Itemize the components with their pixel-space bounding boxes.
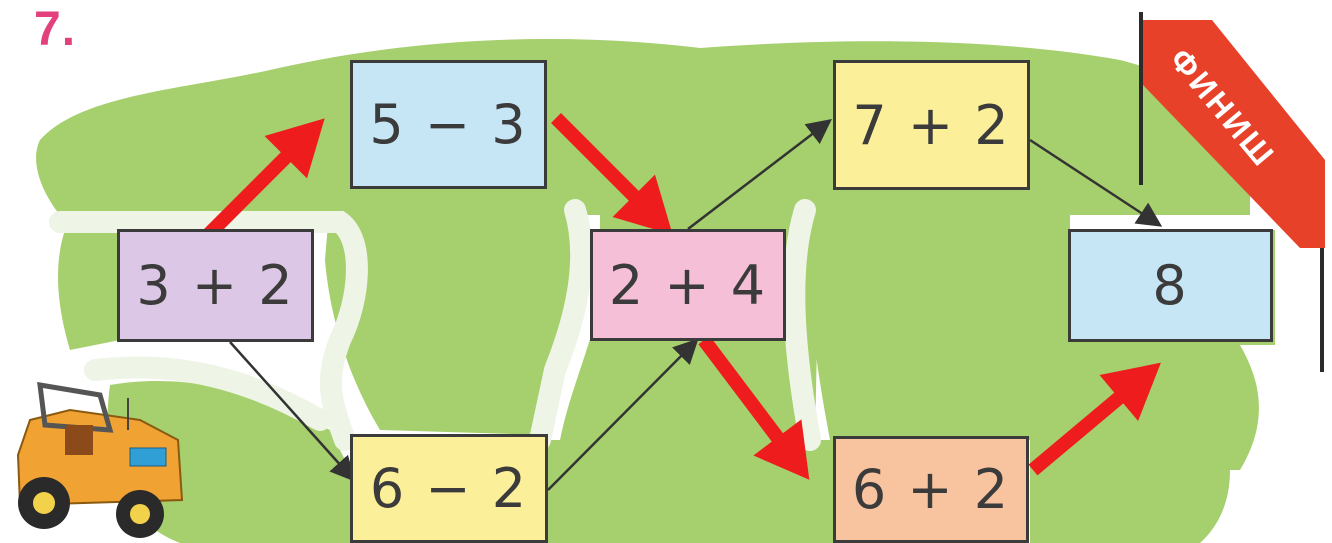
result-box-8: 8: [1068, 229, 1273, 342]
task-number: 7.: [34, 2, 76, 57]
expression-box-7plus2: 7 + 2: [833, 60, 1030, 190]
expression-box-5minus3: 5 − 3: [350, 60, 547, 189]
expression-box-6minus2: 6 − 2: [350, 434, 548, 543]
expression-box-6plus2: 6 + 2: [833, 436, 1029, 543]
expression-box-3plus2: 3 + 2: [117, 229, 314, 342]
expression-box-2plus4: 2 + 4: [590, 229, 786, 341]
